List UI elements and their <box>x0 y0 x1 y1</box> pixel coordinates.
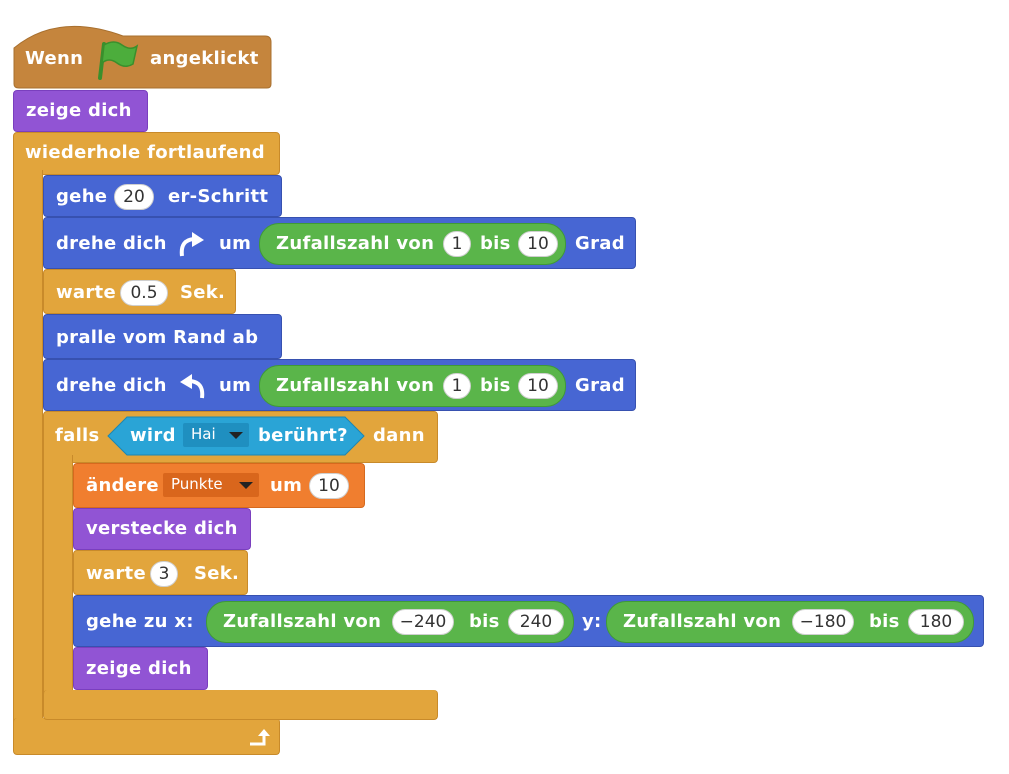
random-number-reporter[interactable]: Zufallszahl von −180 bis 180 <box>606 601 974 643</box>
green-flag-icon <box>98 41 139 80</box>
change-by-label: um <box>270 475 303 496</box>
wait-seconds-input[interactable]: 0.5 <box>120 280 168 306</box>
go-to-xy-block[interactable]: gehe zu x: Zufallszahl von −240 bis 240 … <box>73 595 984 647</box>
random-to-input[interactable]: 10 <box>518 373 558 399</box>
touching-target-value: Hai <box>191 425 216 443</box>
random-number-reporter[interactable]: Zufallszahl von 1 bis 10 <box>259 223 566 265</box>
show-block[interactable]: zeige dich <box>13 90 148 132</box>
go-to-x-label: gehe zu x: <box>86 611 194 632</box>
touching-target-dropdown[interactable]: Hai <box>183 423 249 447</box>
degrees-label: Grad <box>575 233 625 254</box>
wait-seconds-input[interactable]: 3 <box>150 561 178 587</box>
rotate-left-icon <box>180 374 205 399</box>
show-block[interactable]: zeige dich <box>73 647 208 690</box>
random-from-input[interactable]: −240 <box>392 609 454 635</box>
hat-block-shape <box>13 25 272 89</box>
chevron-down-icon <box>239 482 253 489</box>
wait-label: warte <box>56 282 116 303</box>
turn-by-label: um <box>219 233 252 254</box>
random-label: Zufallszahl von <box>223 611 382 632</box>
rotate-right-icon <box>179 232 204 257</box>
random-bis-label: bis <box>480 375 511 396</box>
show-label: zeige dich <box>26 100 132 121</box>
loop-arrow-icon <box>250 729 270 746</box>
variable-dropdown[interactable]: Punkte <box>163 473 259 497</box>
touching-question-label: berührt? <box>258 425 348 446</box>
show-label: zeige dich <box>86 658 192 679</box>
turn-right-block[interactable]: drehe dich um Zufallszahl von 1 bis 10 G… <box>43 217 636 269</box>
then-label: dann <box>373 425 425 446</box>
if-bottom <box>43 690 438 720</box>
variable-value: Punkte <box>171 475 223 493</box>
turn-left-block[interactable]: drehe dich um Zufallszahl von 1 bis 10 G… <box>43 359 636 411</box>
random-number-reporter[interactable]: Zufallszahl von 1 bis 10 <box>259 365 566 407</box>
random-to-input[interactable]: 10 <box>518 231 558 257</box>
if-left-arm <box>43 455 73 700</box>
random-to-input[interactable]: 240 <box>508 609 564 635</box>
move-steps-block[interactable]: gehe 20 er-Schritt <box>43 175 282 217</box>
go-to-y-label: y: <box>582 611 602 632</box>
random-label: Zufallszahl von <box>276 375 435 396</box>
forever-left-arm <box>13 170 43 730</box>
random-from-input[interactable]: −180 <box>792 609 854 635</box>
turn-label: drehe dich <box>56 375 167 396</box>
seconds-label: Sek. <box>180 282 226 303</box>
degrees-label: Grad <box>575 375 625 396</box>
bounce-label: pralle vom Rand ab <box>56 327 259 348</box>
forever-label: wiederhole fortlaufend <box>25 142 265 163</box>
steps-unit-label: er-Schritt <box>168 186 269 207</box>
random-bis-label: bis <box>869 611 900 632</box>
change-label: ändere <box>86 475 159 496</box>
random-from-input[interactable]: 1 <box>443 373 471 399</box>
hide-block[interactable]: verstecke dich <box>73 508 251 550</box>
turn-by-label: um <box>219 375 252 396</box>
forever-bottom <box>13 718 280 755</box>
hide-label: verstecke dich <box>86 518 238 539</box>
wait-block[interactable]: warte 3 Sek. <box>73 550 248 595</box>
random-label: Zufallszahl von <box>623 611 782 632</box>
random-bis-label: bis <box>469 611 500 632</box>
move-label: gehe <box>56 186 108 207</box>
random-from-input[interactable]: 1 <box>443 231 471 257</box>
wait-block[interactable]: warte 0.5 Sek. <box>43 269 236 314</box>
random-number-reporter[interactable]: Zufallszahl von −240 bis 240 <box>206 601 574 643</box>
chevron-down-icon <box>229 432 243 439</box>
random-bis-label: bis <box>480 233 511 254</box>
random-label: Zufallszahl von <box>276 233 435 254</box>
hat-label-clicked: angeklickt <box>150 48 259 69</box>
turn-label: drehe dich <box>56 233 167 254</box>
steps-input[interactable]: 20 <box>114 184 154 210</box>
if-label: falls <box>55 425 100 446</box>
seconds-label: Sek. <box>194 563 240 584</box>
random-to-input[interactable]: 180 <box>908 609 964 635</box>
bounce-on-edge-block[interactable]: pralle vom Rand ab <box>43 314 282 359</box>
wait-label: warte <box>86 563 146 584</box>
change-amount-input[interactable]: 10 <box>309 473 349 499</box>
change-variable-block[interactable]: ändere Punkte um 10 <box>73 463 365 508</box>
forever-top <box>13 132 280 175</box>
touching-label: wird <box>130 425 176 446</box>
hat-label-when: Wenn <box>25 48 84 69</box>
